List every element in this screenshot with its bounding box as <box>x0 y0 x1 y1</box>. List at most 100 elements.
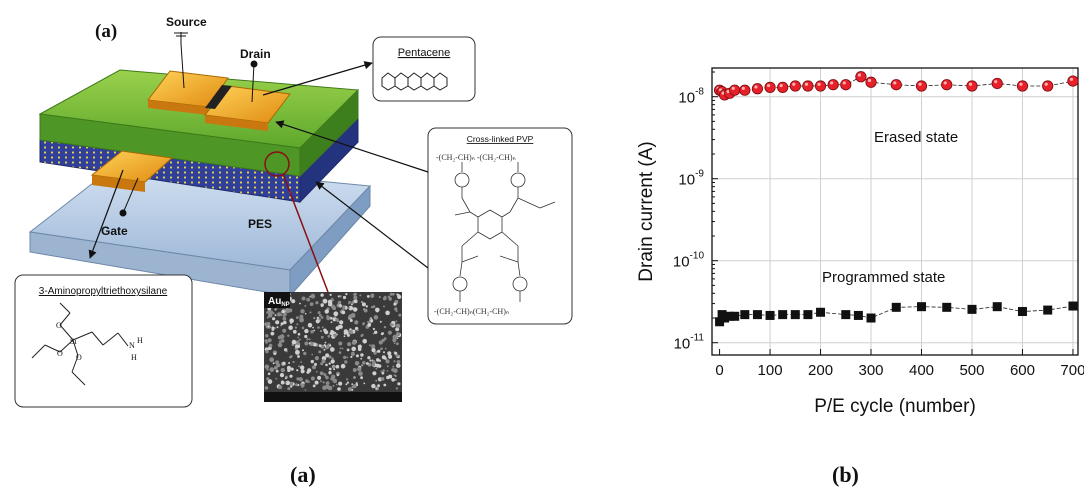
programmed-point <box>992 302 1002 312</box>
svg-text:N: N <box>129 341 135 350</box>
x-tick-label: 300 <box>859 362 884 379</box>
programmed-point <box>816 307 826 317</box>
programmed-point <box>853 310 863 320</box>
source-electrode <box>147 70 229 108</box>
programmed-point <box>1068 301 1078 311</box>
programmed-point <box>803 310 813 320</box>
programmed-point <box>778 310 788 320</box>
point-highlight <box>943 81 947 85</box>
erased-point <box>814 80 827 92</box>
programmed-point <box>720 313 730 323</box>
point-highlight <box>1019 82 1023 86</box>
svg-text:O: O <box>57 349 63 358</box>
svg-text:O: O <box>76 353 82 362</box>
erased-point <box>827 79 839 91</box>
svg-text:H: H <box>131 353 137 362</box>
point-highlight <box>893 81 897 85</box>
source-label: Source <box>166 15 207 29</box>
gate-label: Gate <box>101 224 128 238</box>
y-axis-label: Drain current (A) <box>636 141 657 281</box>
series-layer <box>713 71 1079 327</box>
erased-point <box>840 79 852 91</box>
pvp-box <box>427 127 573 325</box>
erased-point <box>729 84 741 96</box>
au-label: Au <box>268 296 281 307</box>
programmed-point <box>942 302 952 312</box>
svg-text:AuNP: AuNP <box>268 296 290 308</box>
programmed-point <box>790 310 800 320</box>
svg-text:H: H <box>137 336 143 345</box>
programmed-point <box>866 313 876 323</box>
programmed-point <box>740 310 750 320</box>
y-tick-label: 10-9 <box>678 169 704 189</box>
point-highlight <box>741 86 745 91</box>
programmed-point <box>967 304 977 314</box>
device-diagram: (a) Source Drain Gate PES Pentacene <box>14 15 573 408</box>
programmed-point <box>841 310 851 320</box>
point-highlight <box>792 82 796 86</box>
svg-text:Si: Si <box>70 337 77 346</box>
erased-point <box>1067 75 1079 87</box>
erased-point <box>941 79 953 91</box>
erased-point <box>991 77 1003 90</box>
silane-label: 3-Aminopropyltriethoxysilane <box>39 286 168 297</box>
programmed-point <box>917 302 927 312</box>
pentacene-molecule <box>381 72 448 91</box>
x-tick-label: 700 <box>1060 362 1084 379</box>
erased-point <box>915 80 928 92</box>
point-highlight <box>731 86 735 91</box>
erased-point <box>777 81 789 93</box>
programmed-point <box>765 310 775 320</box>
programmed-point <box>725 311 735 321</box>
erased-state-annotation: Erased state <box>874 129 958 146</box>
erased-point <box>1042 80 1054 92</box>
y-tick-label: 10-10 <box>673 251 705 271</box>
svg-text:-(CH₂-CH)ₙ -(CH₂-CH)ₙ: -(CH₂-CH)ₙ -(CH₂-CH)ₙ <box>436 153 516 162</box>
y-tick-label: 10-11 <box>674 333 705 353</box>
point-highlight <box>1069 77 1074 81</box>
erased-point <box>966 80 978 92</box>
x-tick-label: 400 <box>909 362 934 379</box>
au-sub-label: NP <box>281 302 289 308</box>
point-highlight <box>857 73 862 77</box>
x-axis-label: P/E cycle (number) <box>814 396 976 417</box>
silane-box <box>14 274 193 408</box>
svg-text:-(CH₂-CH)ₙ(CH₂-CH)ₙ: -(CH₂-CH)ₙ(CH₂-CH)ₙ <box>434 307 509 316</box>
pentacene-label: Pentacene <box>398 47 451 59</box>
erased-point <box>855 71 867 83</box>
point-highlight <box>726 89 730 94</box>
svg-text:O: O <box>56 321 62 330</box>
point-highlight <box>830 81 834 85</box>
x-tick-label: 600 <box>1010 362 1035 379</box>
point-highlight <box>817 82 821 86</box>
substrate-label: PES <box>248 217 272 231</box>
erased-point <box>802 80 814 92</box>
point-highlight <box>842 81 846 85</box>
caption-left: (a) <box>290 462 316 487</box>
programmed-point <box>1043 305 1053 315</box>
x-tick-label: 100 <box>758 362 783 379</box>
au-np-sem-image: AuNP <box>264 292 402 402</box>
panel-label-a: (a) <box>95 21 117 42</box>
point-highlight <box>766 83 771 88</box>
erased-point <box>751 83 764 95</box>
erased-point <box>739 84 751 96</box>
programmed-point <box>730 311 740 321</box>
erased-point <box>865 76 877 88</box>
silane-structure <box>31 302 129 386</box>
programmed-point <box>715 317 725 327</box>
erased-point <box>789 80 801 92</box>
point-highlight <box>994 80 998 84</box>
programmed-point <box>1017 307 1027 317</box>
pvp-structure: -(CH₂-CH)ₙ -(CH₂-CH)ₙ -(CH₂-CH)ₙ(CH₂-CH)… <box>434 153 556 316</box>
point-highlight <box>867 78 872 83</box>
pvp-label: Cross-linked PVP <box>467 134 534 144</box>
point-highlight <box>721 91 725 95</box>
programmed-state-annotation: Programmed state <box>822 269 945 286</box>
x-tick-label: 0 <box>715 362 723 379</box>
caption-right: (b) <box>832 462 859 487</box>
drain-label: Drain <box>240 47 271 61</box>
zoom-circle <box>264 151 290 177</box>
